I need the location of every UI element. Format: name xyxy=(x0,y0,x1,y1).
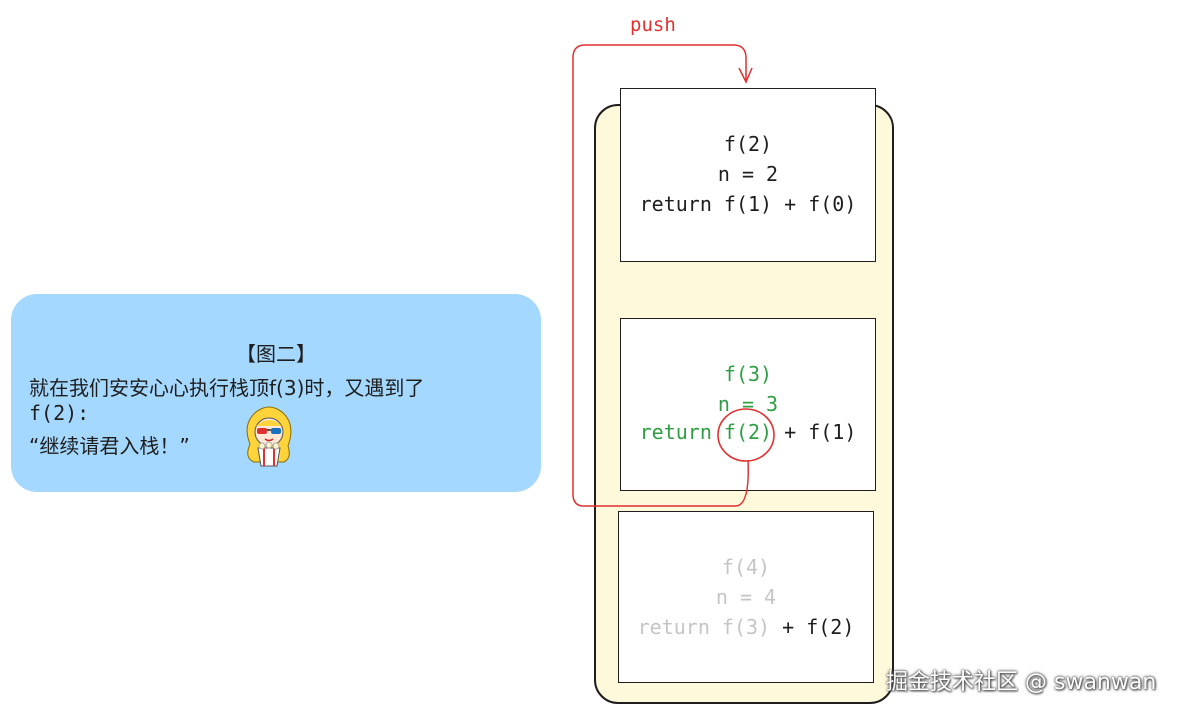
note-card: 【图二】 就在我们安安心心执行栈顶f(3)时，又遇到了 f(2): “继续请君入… xyxy=(11,294,541,492)
frame-call: f(4) xyxy=(721,555,771,579)
girl-popcorn-sticker-icon xyxy=(246,406,292,467)
highlight-circle xyxy=(717,408,775,462)
push-arrow-path xyxy=(572,44,749,507)
note-line-2: f(2): xyxy=(29,401,90,425)
frame-n: n = 4 xyxy=(715,585,777,609)
push-arrow-head xyxy=(738,67,753,84)
note-line-3: “继续请君入栈！” xyxy=(29,434,190,458)
note-line-1: 就在我们安安心心执行栈顶f(3)时，又遇到了 xyxy=(29,376,425,400)
stack-frame-f2: f(2) n = 2 return f(1) + f(0) xyxy=(620,88,876,262)
frame-return: return f(3) + f(2) xyxy=(637,615,855,639)
push-label: push xyxy=(630,14,676,36)
frame-call: f(3) xyxy=(723,362,773,386)
note-title: 【图二】 xyxy=(236,342,316,366)
frame-call: f(2) xyxy=(723,132,773,156)
watermark: 掘金技术社区 @ swanwan xyxy=(886,670,1157,695)
frame-return: return f(2) + f(1) xyxy=(639,420,857,444)
frame-n: n = 3 xyxy=(717,392,779,416)
stack-frame-f4: f(4) n = 4 return f(3) + f(2) xyxy=(618,511,874,683)
frame-n: n = 2 xyxy=(717,162,779,186)
frame-return: return f(1) + f(0) xyxy=(639,192,857,216)
